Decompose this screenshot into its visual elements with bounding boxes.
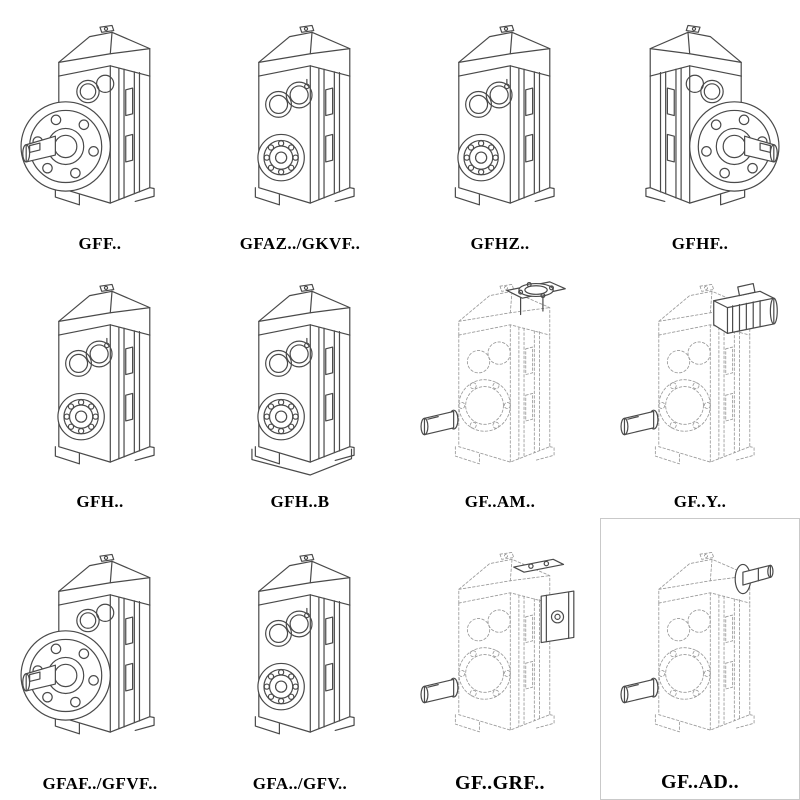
model-label: GFF.. [78, 234, 122, 254]
model-label: GF..AM.. [464, 492, 536, 512]
model-label: GFAZ../GKVF.. [239, 234, 361, 254]
catalog-cell-gfaf-gfvf: GFAF../GFVF.. [0, 518, 200, 800]
gearbox-foot-mounted-drawing [2, 264, 198, 491]
model-label: GFHF.. [671, 234, 729, 254]
model-label: GF..GRF.. [455, 772, 545, 794]
gearbox-flange-right-drawing [602, 4, 798, 233]
catalog-cell-gfhf: GFHF.. [600, 0, 800, 260]
gearbox-shaft-mounted-drawing [202, 4, 398, 233]
catalog-cell-gfa-gfv: GFA../GFV.. [200, 518, 400, 800]
model-label: GFH.. [76, 492, 124, 512]
catalog-cell-gfaz-gkvf: GFAZ../GKVF.. [200, 0, 400, 260]
gearbox-input-gearbox-drawing [402, 522, 598, 770]
model-label: GFA../GFV.. [252, 774, 348, 794]
gearbox-input-adapter-drawing [603, 523, 797, 769]
gearbox-flange-output-drawing [2, 4, 198, 233]
gearbox-hollow-shaft-drawing [402, 4, 598, 233]
catalog-cell-gfhz: GFHZ.. [400, 0, 600, 260]
gearbox-foot-base-drawing [202, 264, 398, 491]
gearbox-shaft-mounted-drawing [202, 522, 398, 773]
model-label: GFH..B [270, 492, 330, 512]
catalog-cell-gff: GFF.. [0, 0, 200, 260]
model-label: GF..Y.. [673, 492, 727, 512]
gearbox-with-motor-drawing [602, 264, 798, 491]
model-label: GF..AD.. [660, 771, 740, 793]
gearbox-motor-flange-adapter-drawing [402, 264, 598, 491]
catalog-cell-gf-am: GF..AM.. [400, 260, 600, 518]
model-label: GFHZ.. [470, 234, 530, 254]
catalog-cell-gf-y: GF..Y.. [600, 260, 800, 518]
model-label: GFAF../GFVF.. [42, 774, 158, 794]
catalog-cell-gf-ad: GF..AD.. [600, 518, 800, 800]
catalog-cell-gf-grf: GF..GRF.. [400, 518, 600, 800]
catalog-cell-gfh-b: GFH..B [200, 260, 400, 518]
gearbox-flange-output-drawing [2, 522, 198, 773]
catalog-cell-gfh: GFH.. [0, 260, 200, 518]
